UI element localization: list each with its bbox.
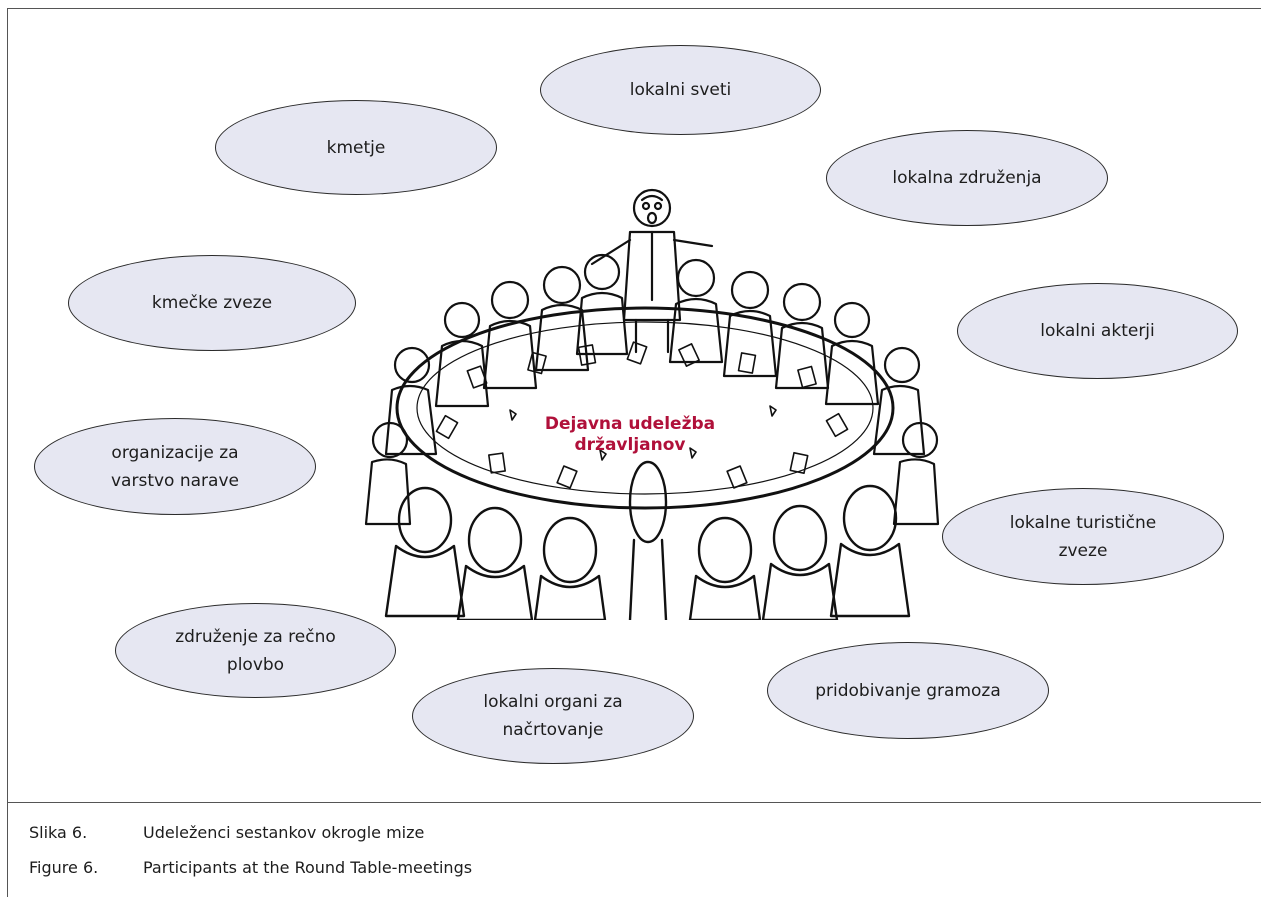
participant-bubble: združenje za rečno plovbo bbox=[115, 603, 396, 698]
caption-text: Udeleženci sestankov okrogle mize bbox=[143, 823, 425, 842]
participant-bubble: pridobivanje gramoza bbox=[767, 642, 1049, 739]
participant-bubble: lokalne turistične zveze bbox=[942, 488, 1224, 585]
caption-text: Participants at the Round Table-meetings bbox=[143, 858, 473, 877]
participant-bubble: lokalna združenja bbox=[826, 130, 1108, 226]
round-table-illustration bbox=[364, 188, 940, 620]
center-label: Dejavna udeležba državljanov bbox=[544, 414, 716, 455]
caption-number: Slika 6. bbox=[29, 823, 88, 842]
figure-frame bbox=[7, 8, 1261, 803]
participant-bubble: lokalni akterji bbox=[957, 283, 1238, 379]
caption-rule bbox=[7, 803, 8, 897]
figure-caption-english: Figure 6. Participants at the Round Table… bbox=[29, 858, 472, 877]
participant-bubble: kmetje bbox=[215, 100, 497, 195]
participant-bubble: kmečke zveze bbox=[68, 255, 356, 351]
participant-bubble: lokalni sveti bbox=[540, 45, 821, 135]
participant-bubble: lokalni organi za načrtovanje bbox=[412, 668, 694, 764]
figure-caption-slovene: Slika 6. Udeleženci sestankov okrogle miz… bbox=[29, 823, 424, 842]
participant-bubble: organizacije za varstvo narave bbox=[34, 418, 316, 515]
caption-number: Figure 6. bbox=[29, 858, 99, 877]
